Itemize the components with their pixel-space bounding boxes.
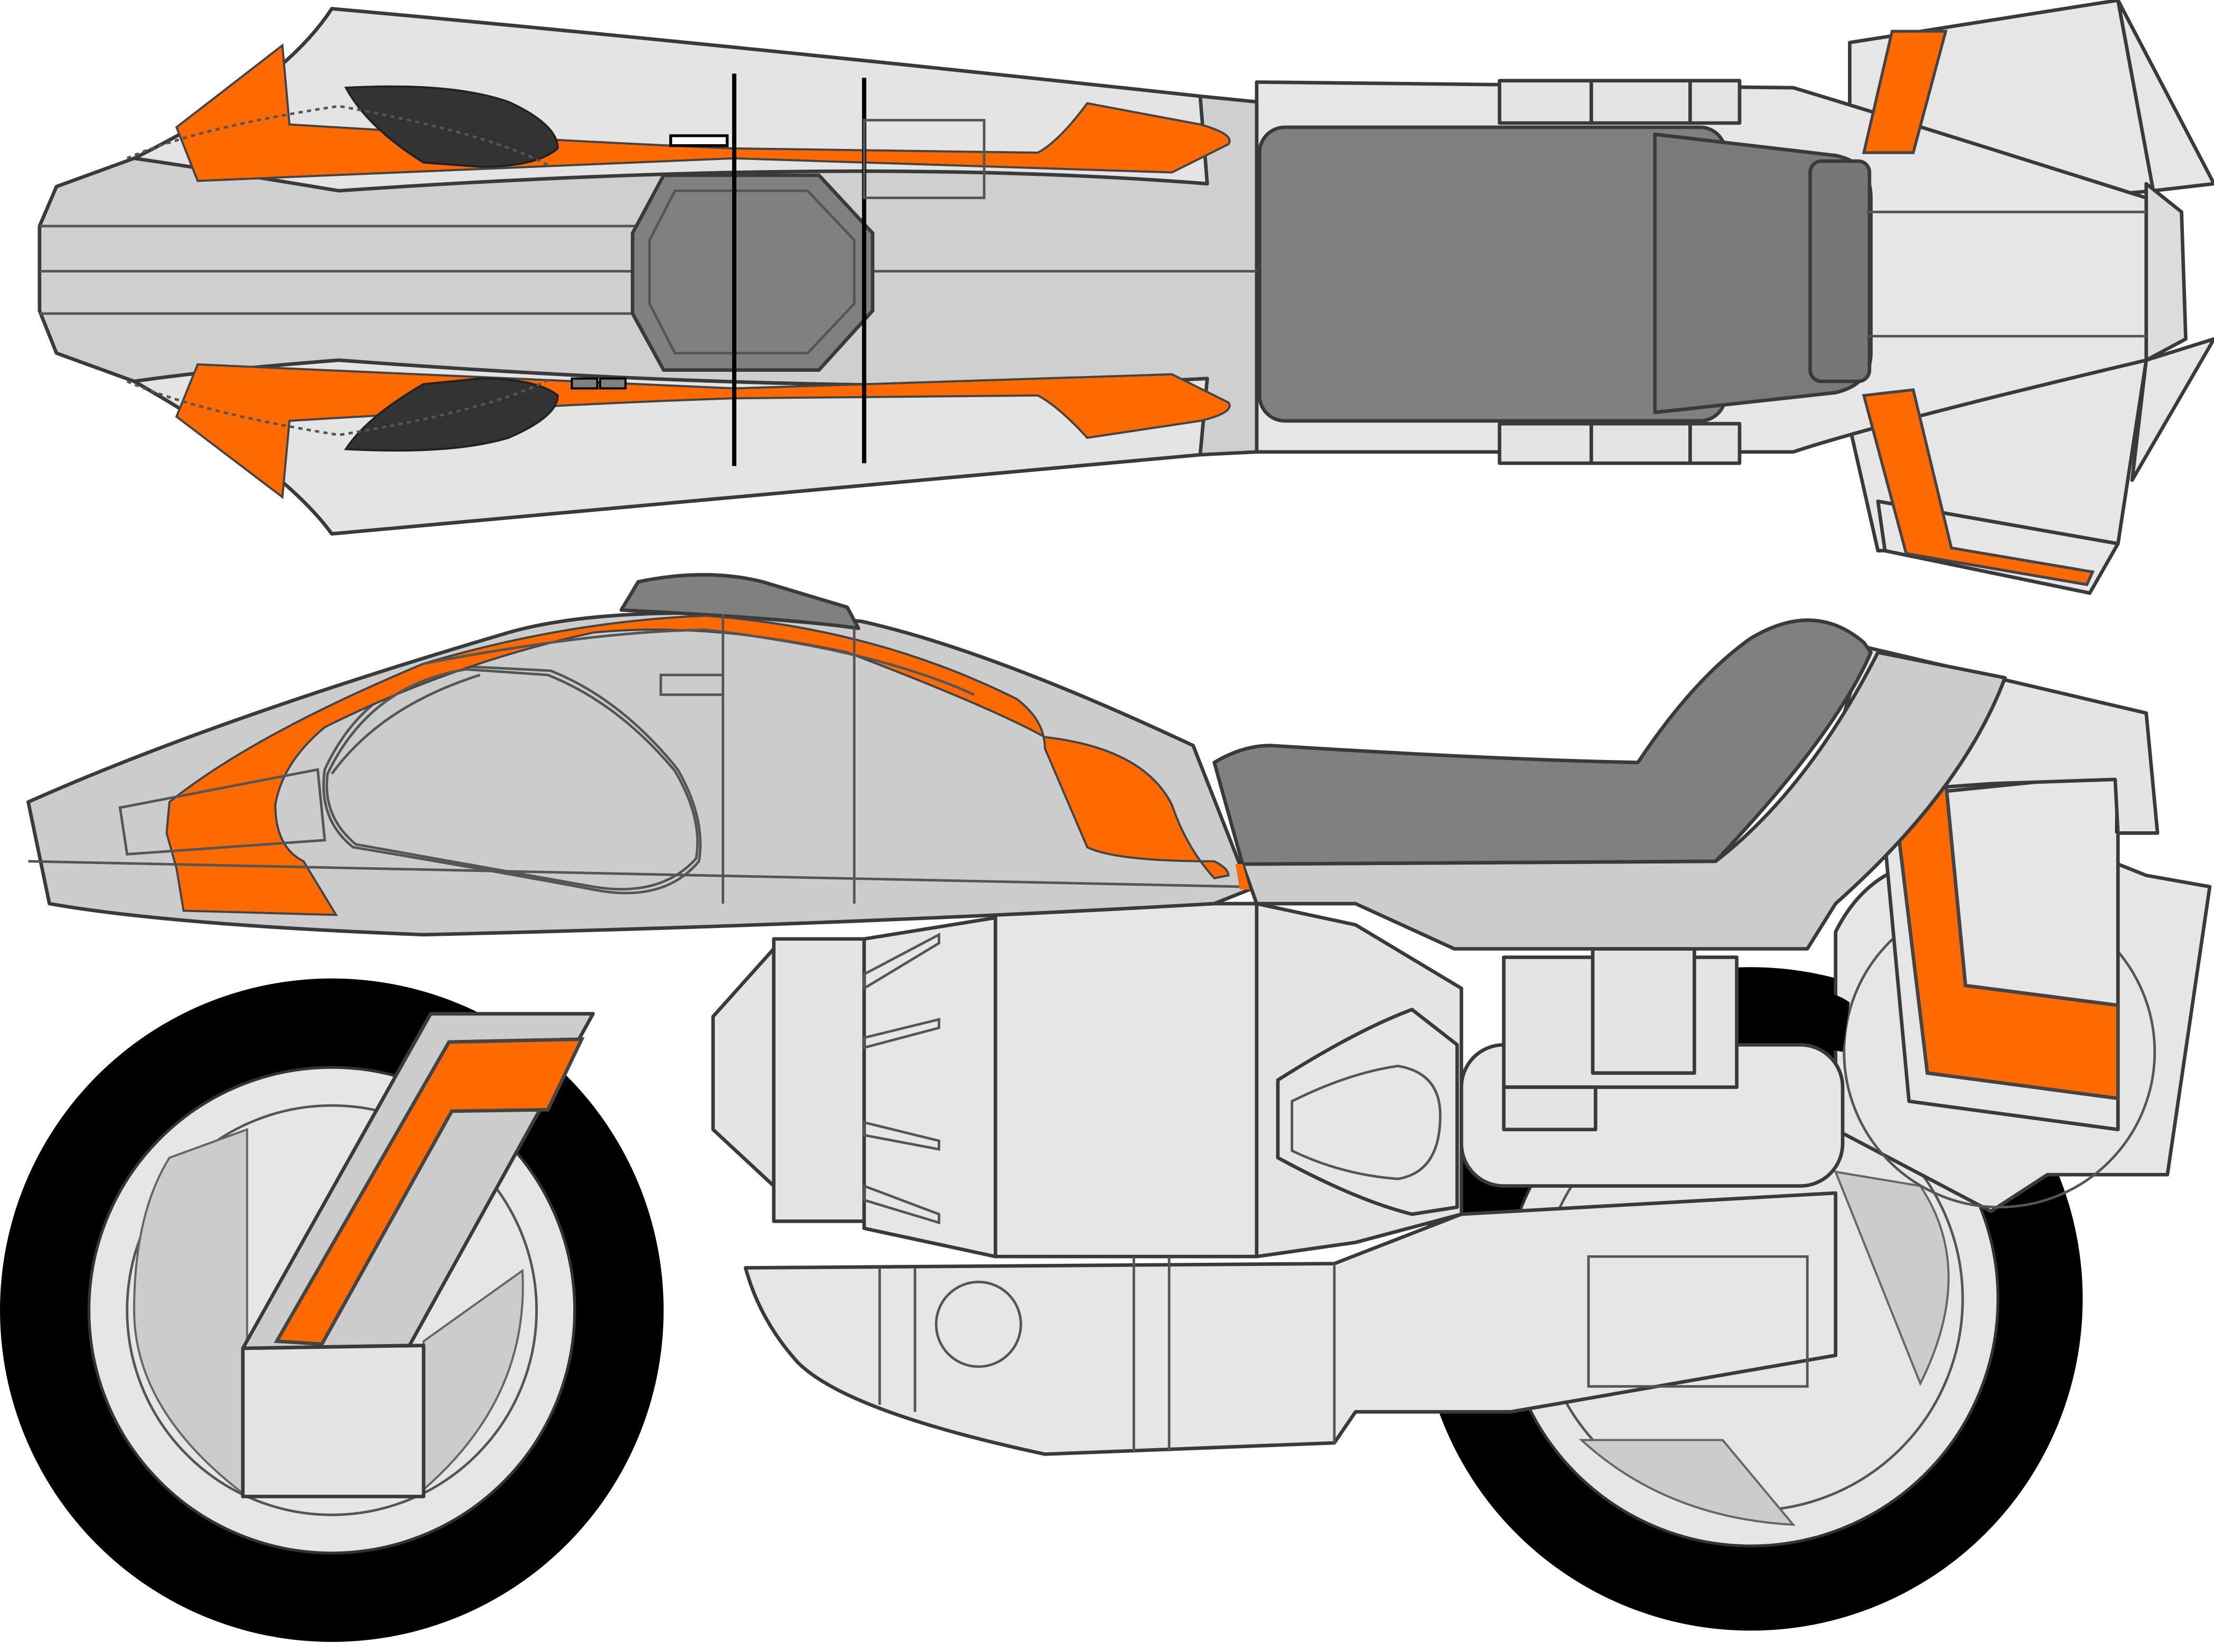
tail-end-cap — [2144, 182, 2188, 362]
engine-top-block-3 — [1502, 1085, 1598, 1131]
tank-cap-inner — [648, 189, 856, 355]
canopy-side-window — [325, 668, 699, 891]
side-view — [0, 572, 2212, 1642]
nose-panel — [118, 768, 326, 856]
rear-wheel-hub-shade — [1578, 1439, 1796, 1526]
accent-junction — [1235, 864, 1250, 890]
front-fork-body — [241, 1344, 426, 1498]
engine-main-block — [994, 902, 1259, 1259]
rear-block-4 — [1498, 421, 1593, 465]
rear-block-3 — [1688, 79, 1742, 125]
vent-slot-bottom-1 — [571, 377, 599, 390]
canopy-window-upper — [344, 85, 559, 168]
belly-port — [935, 1280, 1022, 1368]
rear-wheel-hub-shade-2 — [1834, 1170, 1950, 1386]
fairing-hatch — [659, 673, 724, 696]
engine-cylinder-detail — [1291, 1064, 1442, 1180]
engine-front-intake — [711, 947, 776, 1188]
front-wheel-hub-shade-2 — [422, 1269, 524, 1492]
tail-stripe-lower — [1862, 388, 2095, 586]
vent-slot-top — [669, 134, 729, 147]
vent-slot-bottom-2 — [599, 377, 627, 390]
rear-block-2 — [1589, 79, 1692, 125]
intake-fin-2 — [863, 1018, 940, 1049]
intake-fin-3 — [863, 1121, 940, 1151]
rear-block-5 — [1589, 421, 1692, 465]
belly-panel-rect — [1587, 1255, 1809, 1388]
front-wheel-hub-shade — [133, 1128, 248, 1499]
rear-block-6 — [1688, 421, 1742, 465]
front-wheel-inner-ring — [126, 1104, 538, 1516]
tail-fin-upper-tip — [2116, 0, 2214, 193]
canopy-window-lower — [344, 377, 559, 452]
belly-pan — [743, 1191, 1838, 1456]
fairing-seam-3 — [28, 860, 1243, 888]
stripe-line-side — [423, 628, 975, 696]
fairing-side-view — [26, 611, 1251, 937]
canopy-side-inner — [331, 673, 481, 775]
seat-base — [1240, 650, 2007, 951]
engine-intake-block — [772, 937, 866, 1223]
front-fork-stripe — [274, 1037, 585, 1346]
rear-tube — [1736, 987, 1850, 1052]
engine-top-block-2 — [1591, 947, 1696, 1075]
panel-outline — [863, 119, 986, 199]
top-view — [38, 0, 2214, 595]
rear-block-1 — [1498, 79, 1593, 125]
tank-cap-top-view — [631, 173, 875, 372]
tail-fin-lower-tip — [2130, 337, 2214, 482]
tail-stripe-upper — [1862, 30, 1948, 154]
intake-fin-4 — [863, 1184, 940, 1225]
intake-fin-1 — [863, 932, 940, 991]
seat-rear-pad — [1808, 159, 1872, 383]
seat-side-view — [1212, 618, 1873, 866]
